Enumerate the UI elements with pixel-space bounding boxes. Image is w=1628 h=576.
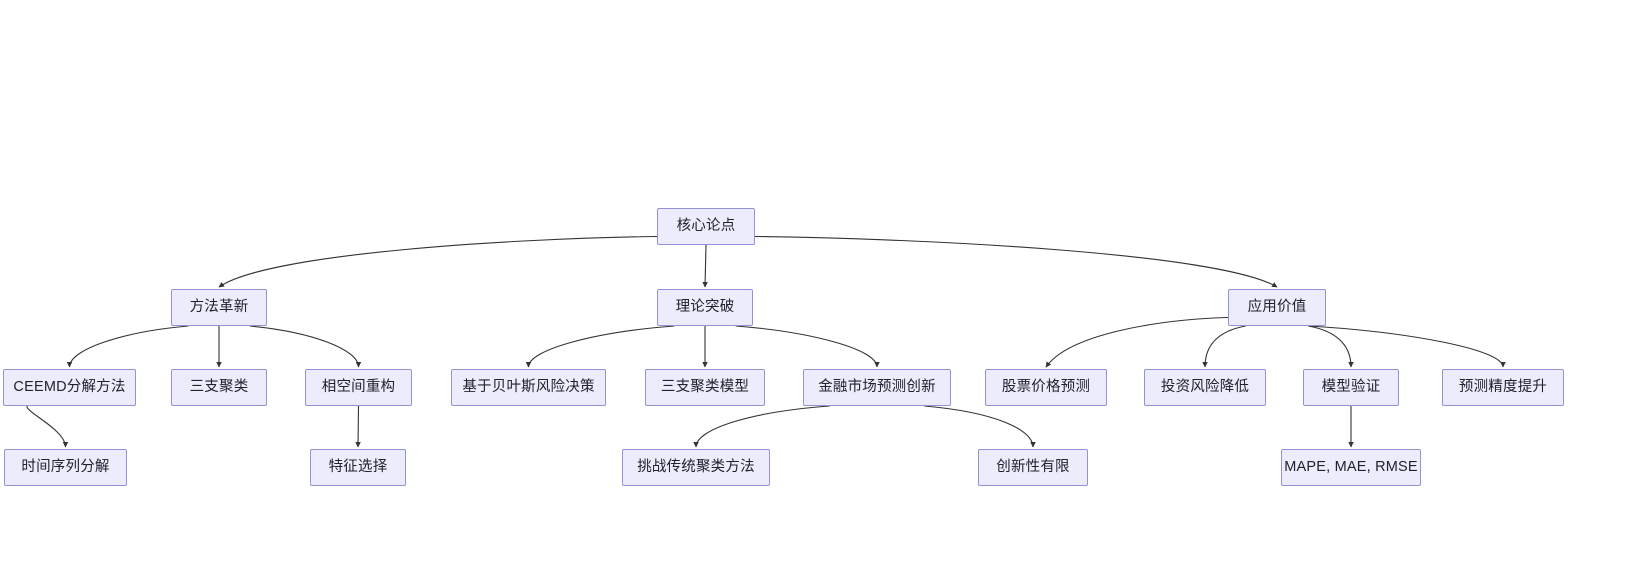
node-label: 三支聚类 bbox=[189, 379, 249, 396]
node-label: 三支聚类模型 bbox=[660, 379, 750, 396]
node-label: 特征选择 bbox=[328, 459, 388, 476]
node-n4[interactable]: CEEMD分解方法 bbox=[3, 369, 136, 406]
edge-n9-n17 bbox=[924, 405, 1036, 448]
node-label: 预测精度提升 bbox=[1458, 379, 1548, 396]
node-label: 股票价格预测 bbox=[1001, 379, 1091, 396]
node-label: 相空间重构 bbox=[321, 379, 396, 396]
node-n7[interactable]: 基于贝叶斯风险决策 bbox=[451, 369, 606, 406]
node-n12[interactable]: 模型验证 bbox=[1303, 369, 1399, 406]
node-n14[interactable]: 时间序列分解 bbox=[4, 449, 127, 486]
node-n13[interactable]: 预测精度提升 bbox=[1442, 369, 1564, 406]
node-n16[interactable]: 挑战传统聚类方法 bbox=[622, 449, 770, 486]
edge-n2-n9 bbox=[735, 325, 880, 368]
edge-group bbox=[26, 235, 1506, 448]
node-label: 金融市场预测创新 bbox=[818, 379, 936, 396]
node-label: 模型验证 bbox=[1321, 379, 1381, 396]
edge-n3-n13 bbox=[1308, 325, 1506, 368]
node-n15[interactable]: 特征选择 bbox=[310, 449, 406, 486]
node-label: 方法革新 bbox=[189, 299, 249, 316]
node-label: 创新性有限 bbox=[996, 459, 1070, 476]
edge-n4-n14 bbox=[26, 405, 69, 448]
edge-n1-n4 bbox=[66, 325, 189, 368]
node-label: 时间序列分解 bbox=[21, 459, 110, 476]
node-n0[interactable]: 核心论点 bbox=[657, 208, 755, 245]
edge-n0-n1 bbox=[218, 235, 658, 288]
node-n5[interactable]: 三支聚类 bbox=[171, 369, 267, 406]
edge-n9-n16 bbox=[693, 405, 830, 448]
node-label: 应用价值 bbox=[1247, 299, 1307, 316]
node-label: 核心论点 bbox=[676, 218, 736, 235]
node-n2[interactable]: 理论突破 bbox=[657, 289, 753, 326]
edge-n0-n3 bbox=[754, 235, 1278, 288]
node-n11[interactable]: 投资风险降低 bbox=[1144, 369, 1266, 406]
edge-n1-n6 bbox=[249, 325, 362, 368]
node-n18[interactable]: MAPE, MAE, RMSE bbox=[1281, 449, 1421, 486]
edge-n3-n10 bbox=[1045, 316, 1229, 368]
node-label: 挑战传统聚类方法 bbox=[637, 459, 755, 476]
edge-n3-n11 bbox=[1202, 325, 1246, 368]
edge-n3-n12 bbox=[1308, 325, 1354, 368]
node-n6[interactable]: 相空间重构 bbox=[305, 369, 412, 406]
node-label: 基于贝叶斯风险决策 bbox=[462, 379, 595, 396]
node-label: 投资风险降低 bbox=[1160, 379, 1250, 396]
node-n3[interactable]: 应用价值 bbox=[1228, 289, 1326, 326]
node-n1[interactable]: 方法革新 bbox=[171, 289, 267, 326]
node-label: CEEMD分解方法 bbox=[13, 379, 126, 396]
node-n8[interactable]: 三支聚类模型 bbox=[645, 369, 765, 406]
edge-n0-n2 bbox=[702, 244, 708, 288]
node-label: MAPE, MAE, RMSE bbox=[1284, 459, 1418, 476]
edge-n6-n15 bbox=[355, 405, 361, 448]
node-n17[interactable]: 创新性有限 bbox=[978, 449, 1088, 486]
node-label: 理论突破 bbox=[675, 299, 735, 316]
node-n9[interactable]: 金融市场预测创新 bbox=[803, 369, 951, 406]
node-n10[interactable]: 股票价格预测 bbox=[985, 369, 1107, 406]
edge-n2-n7 bbox=[525, 325, 675, 368]
